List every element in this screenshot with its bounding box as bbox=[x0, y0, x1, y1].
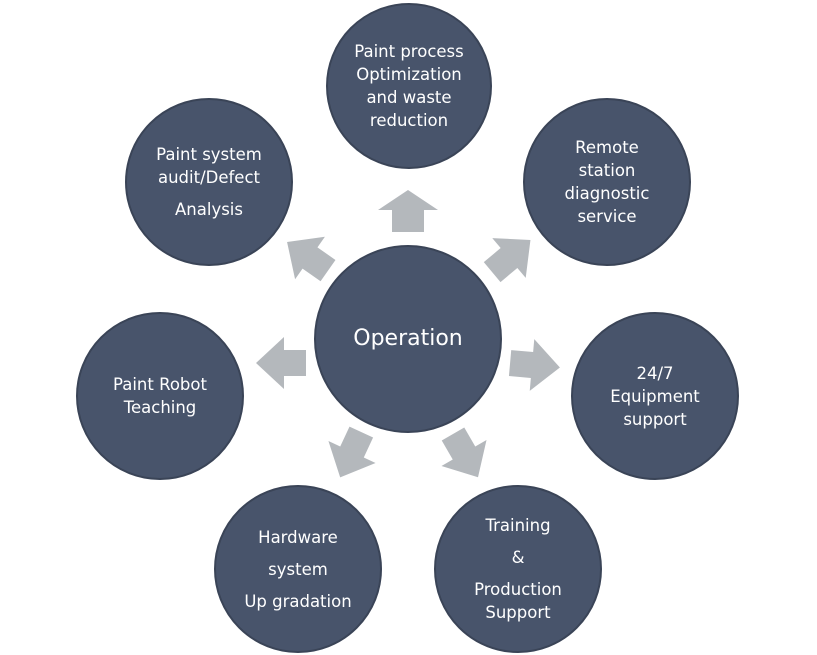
node-hardware-upgradation-line-3: Up gradation bbox=[244, 591, 352, 611]
node-robot-teaching-line-1: Paint Robot bbox=[113, 375, 207, 394]
up-arrow-icon bbox=[378, 190, 438, 232]
node-robot-teaching-line-2: Teaching bbox=[123, 398, 197, 417]
center-node-label: Operation bbox=[353, 326, 463, 351]
node-remote-station-line-3: diagnostic bbox=[564, 184, 650, 203]
node-training: Training & Production Support bbox=[434, 485, 602, 653]
node-training-line-1: Training bbox=[485, 516, 551, 535]
node-training-line-3: Production bbox=[474, 580, 562, 599]
node-paint-process-line-2: Optimization bbox=[356, 65, 462, 84]
node-paint-process-line-3: and waste bbox=[366, 88, 452, 107]
node-equipment-support-line-3: support bbox=[623, 409, 687, 429]
node-remote-station-line-2: station bbox=[578, 161, 636, 180]
node-remote-station-line-4: service bbox=[577, 207, 637, 226]
node-training-line-4: Support bbox=[485, 603, 551, 622]
right-arrow-icon bbox=[508, 339, 560, 391]
left-arrow-icon bbox=[256, 337, 306, 389]
node-robot-teaching: Paint Robot Teaching bbox=[76, 312, 244, 480]
node-hardware-upgradation-line-2: system bbox=[268, 559, 328, 579]
node-system-audit-line-2: audit/Defect bbox=[157, 168, 260, 187]
node-system-audit-line-1: Paint system bbox=[156, 145, 262, 164]
node-equipment-support-line-2: Equipment bbox=[610, 386, 700, 406]
node-system-audit-line-3: Analysis bbox=[175, 200, 243, 219]
node-remote-station-line-1: Remote bbox=[575, 138, 639, 157]
center-node-operation: Operation bbox=[314, 245, 502, 433]
node-remote-station: Remote station diagnostic service bbox=[523, 98, 691, 266]
down-arrow-icon bbox=[328, 426, 376, 478]
node-equipment-support-line-1: 24/7 bbox=[636, 363, 674, 383]
node-hardware-upgradation: Hardware system Up gradation bbox=[214, 485, 382, 653]
node-paint-process: Paint process Optimization and waste red… bbox=[326, 3, 492, 169]
node-training-line-2: & bbox=[511, 548, 525, 567]
node-paint-process-line-1: Paint process bbox=[354, 42, 464, 61]
down-arrow-icon bbox=[441, 427, 487, 478]
node-system-audit: Paint system audit/Defect Analysis bbox=[125, 98, 293, 266]
right-arrow-icon bbox=[483, 238, 531, 283]
node-hardware-upgradation-line-1: Hardware bbox=[258, 527, 338, 547]
node-paint-process-line-4: reduction bbox=[369, 111, 449, 130]
node-equipment-support: 24/7 Equipment support bbox=[571, 312, 739, 480]
